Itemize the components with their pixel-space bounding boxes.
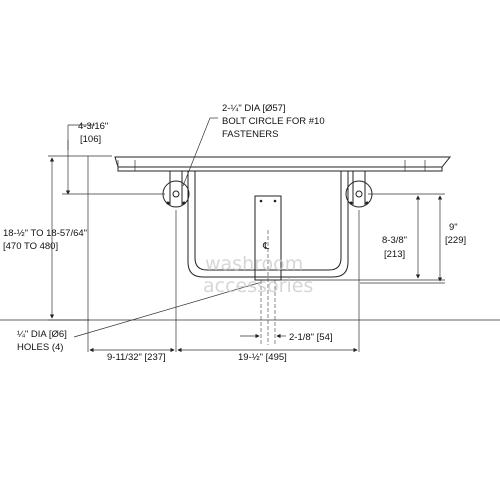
holes-label-1: ¼" DIA [Ø6] — [17, 329, 67, 340]
right-inner-label-2: [213] — [384, 249, 405, 260]
right-outer-label-1: 9" — [449, 222, 458, 233]
right-outer-label-2: [229] — [445, 235, 466, 246]
center-width-label: 19-½" [495] — [238, 352, 287, 363]
top-offset-label-2: [106] — [80, 134, 101, 145]
top-offset-label-1: 4-3/16" — [78, 121, 108, 132]
watermark-line-2: accessories — [203, 275, 313, 297]
height-label-2: [470 TO 480] — [3, 241, 58, 252]
right-flange — [345, 171, 373, 208]
bolt-circle-label-3: FASTENERS — [222, 129, 279, 140]
centerline-symbol: ℄ — [262, 241, 270, 252]
bolt-circle-label-2: BOLT CIRCLE FOR #10 — [222, 116, 325, 127]
post-width-label: 2-1/8" [54] — [289, 332, 333, 343]
right-inner-label-1: 8-3/8" — [382, 235, 407, 246]
holes-label-2: HOLES (4) — [17, 342, 63, 353]
left-flange — [162, 171, 190, 208]
height-label-1: 18-½" TO 18-57/64" — [3, 228, 87, 239]
seat-plate — [114, 156, 452, 172]
bolt-circle-label-1: 2-¼" DIA [Ø57] — [222, 103, 286, 114]
watermark-line-1: washroom — [205, 253, 303, 275]
left-offset-label: 9-11/32" [237] — [107, 352, 166, 363]
